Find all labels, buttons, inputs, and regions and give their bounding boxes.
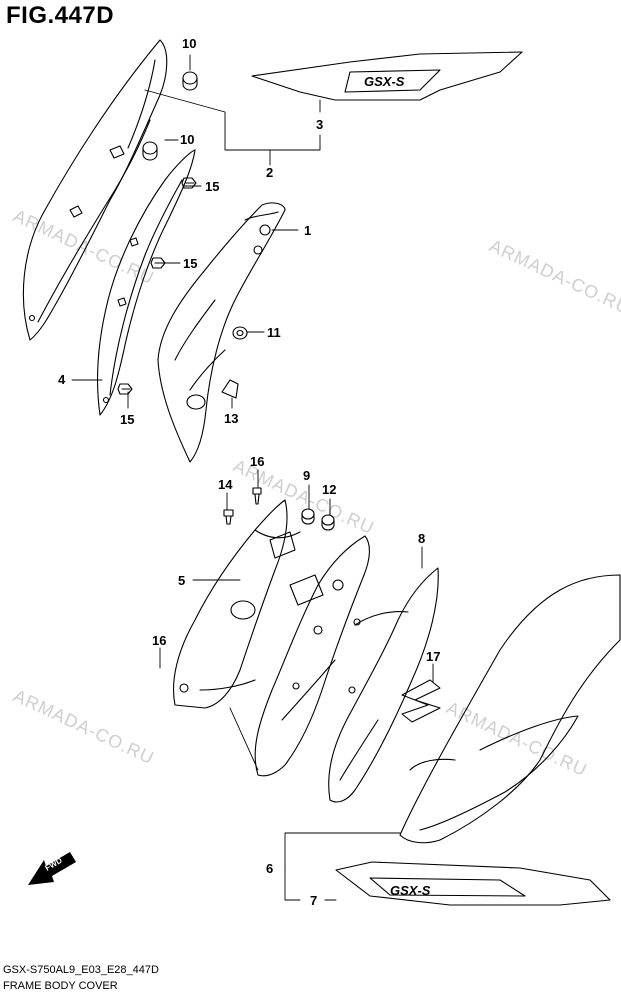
part-15-clip	[181, 177, 197, 189]
watermark: ARMADA-CO.RU	[10, 685, 157, 768]
part-15-clip	[150, 257, 166, 269]
callout-1: 1	[304, 223, 311, 238]
part-3-decal: GSX-S	[251, 51, 523, 101]
part-14-screw	[223, 509, 234, 525]
part-7-decal: GSX-S	[335, 861, 611, 906]
part-17-emblem	[401, 679, 441, 723]
leader-lines	[71, 54, 434, 901]
part-5-lower-bracket	[172, 499, 301, 709]
footer-model-code: GSX-S750AL9_E03_E28_447D	[3, 964, 159, 976]
callout-5: 5	[178, 573, 185, 588]
callout-6: 6	[266, 861, 273, 876]
callout-16: 16	[152, 633, 166, 648]
watermark: ARMADA-CO.RU	[10, 205, 157, 288]
callout-2: 2	[266, 165, 273, 180]
fwd-arrow-icon: FWD	[28, 852, 76, 885]
part-10-grommet	[142, 141, 158, 161]
decal-text: GSX-S	[364, 74, 405, 89]
callout-4: 4	[58, 372, 66, 387]
part-9-grommet	[301, 508, 315, 525]
footer-section-name: FRAME BODY COVER	[3, 980, 118, 992]
callout-15: 15	[120, 412, 134, 427]
part-8-side-panel	[328, 567, 439, 803]
callout-15: 15	[205, 179, 219, 194]
part-15-clip	[117, 383, 133, 395]
watermark: ARMADA-CO.RU	[486, 235, 621, 318]
callout-11: 11	[267, 325, 281, 340]
frame-bracket	[254, 535, 370, 777]
part-13-cushion	[221, 379, 239, 399]
part-1-frame-bracket	[157, 202, 286, 463]
part-16-screw	[252, 487, 262, 505]
part-11-grommet	[232, 326, 248, 340]
callout-16: 16	[250, 454, 264, 469]
callout-8: 8	[418, 531, 425, 546]
part-2-outer-cover	[22, 39, 168, 341]
callout-17: 17	[426, 649, 440, 664]
figure-title: FIG.447D	[6, 2, 115, 29]
callout-9: 9	[303, 468, 310, 483]
callout-7: 7	[310, 893, 317, 908]
callout-14: 14	[218, 477, 233, 492]
callout-10: 10	[180, 132, 194, 147]
callout-12: 12	[322, 482, 336, 497]
part-4-inner-cover	[97, 149, 196, 416]
callout-13: 13	[224, 411, 238, 426]
callout-3: 3	[316, 117, 323, 132]
part-12-grommet	[321, 514, 335, 531]
decal-text: GSX-S	[390, 883, 431, 898]
callout-10: 10	[182, 36, 196, 51]
part-6-side-cover	[399, 574, 621, 844]
callout-15: 15	[183, 256, 197, 271]
part-10-grommet	[182, 71, 198, 91]
